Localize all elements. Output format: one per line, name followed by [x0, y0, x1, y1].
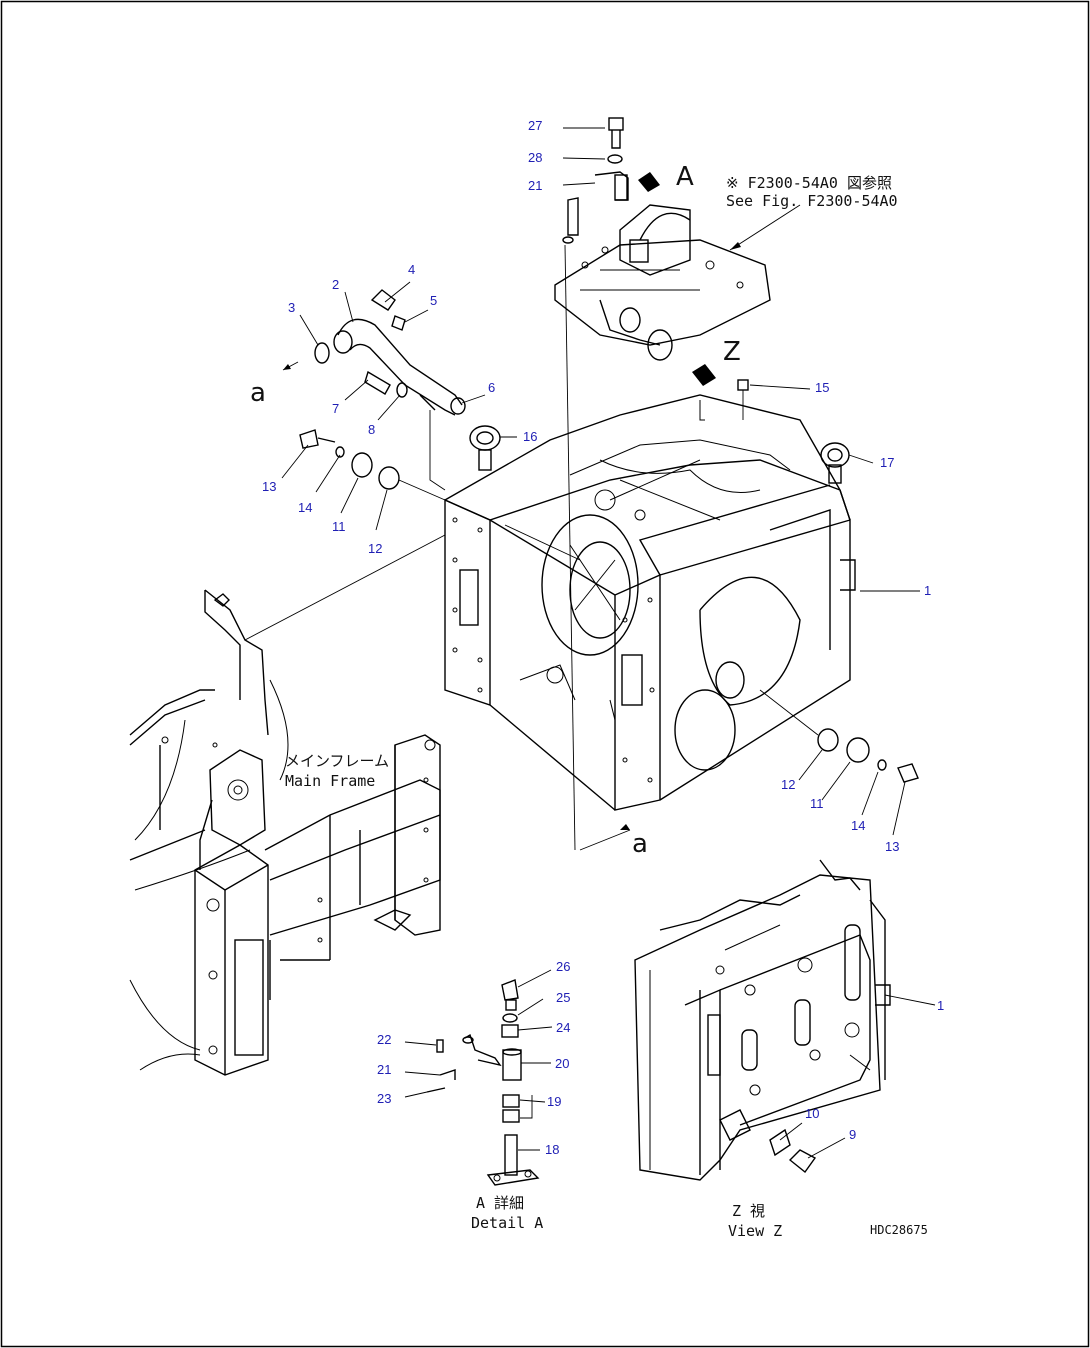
callout-13-right[interactable]: 13 — [885, 839, 899, 854]
callout-16[interactable]: 16 — [523, 429, 537, 444]
callout-10[interactable]: 10 — [805, 1106, 819, 1121]
see-fig-en: See Fig. F2300-54A0 — [726, 192, 898, 210]
callout-25[interactable]: 25 — [556, 990, 570, 1005]
callout-17[interactable]: 17 — [880, 455, 894, 470]
callout-27[interactable]: 27 — [528, 118, 542, 133]
callout-2[interactable]: 2 — [332, 277, 339, 292]
arrow-label-a: A — [676, 162, 694, 192]
detail-a-drawing — [426, 979, 540, 1186]
callout-8[interactable]: 8 — [368, 422, 375, 437]
view-z-en: View Z — [728, 1222, 782, 1240]
arrow-label-z: Z — [723, 337, 741, 367]
main-frame-drawing — [129, 589, 441, 1076]
callout-12-left[interactable]: 12 — [368, 541, 382, 556]
callout-11-right[interactable]: 11 — [810, 796, 824, 811]
callout-5[interactable]: 5 — [430, 293, 437, 308]
callout-numbers: 27 28 21 4 2 5 3 6 7 8 15 16 17 13 14 11… — [262, 118, 944, 1157]
transmission-case-drawing — [444, 394, 856, 811]
callout-12-right[interactable]: 12 — [781, 777, 795, 792]
drawing-code: HDC28675 — [870, 1223, 928, 1237]
callout-9[interactable]: 9 — [849, 1127, 856, 1142]
callout-28[interactable]: 28 — [528, 150, 542, 165]
callout-21-top[interactable]: 21 — [528, 178, 542, 193]
callout-6[interactable]: 6 — [488, 380, 495, 395]
section-label-a-lower: a — [632, 829, 648, 859]
leader-lines — [281, 127, 936, 1159]
callout-26[interactable]: 26 — [556, 959, 570, 974]
section-label-a-upper: a — [250, 378, 266, 408]
view-z-jp: Z 視 — [732, 1202, 765, 1220]
callout-3[interactable]: 3 — [288, 300, 295, 315]
pipe-assembly-drawing — [244, 244, 919, 851]
callout-4[interactable]: 4 — [408, 262, 415, 277]
main-frame-jp: メインフレーム — [285, 752, 389, 770]
drawing-labels: A Z a a ※ F2300-54A0 図参照 See Fig. F2300-… — [250, 162, 928, 1240]
callout-15[interactable]: 15 — [815, 380, 829, 395]
main-frame-en: Main Frame — [285, 772, 375, 790]
callout-11-left[interactable]: 11 — [332, 519, 346, 534]
callout-14-left[interactable]: 14 — [298, 500, 312, 515]
see-fig-jp: ※ F2300-54A0 図参照 — [726, 174, 892, 192]
callout-1-viewz[interactable]: 1 — [937, 998, 944, 1013]
callout-1-main[interactable]: 1 — [924, 583, 931, 598]
callout-22[interactable]: 22 — [377, 1032, 391, 1047]
callout-24[interactable]: 24 — [556, 1020, 570, 1035]
control-valve-drawing — [554, 117, 801, 386]
callout-19[interactable]: 19 — [547, 1094, 561, 1109]
callout-23[interactable]: 23 — [377, 1091, 391, 1106]
callout-18[interactable]: 18 — [545, 1142, 559, 1157]
callout-14-right[interactable]: 14 — [851, 818, 865, 833]
detail-a-jp: A 詳細 — [476, 1194, 524, 1212]
callout-21-detail[interactable]: 21 — [377, 1062, 391, 1077]
callout-13-left[interactable]: 13 — [262, 479, 276, 494]
detail-a-en: Detail A — [471, 1214, 543, 1232]
callout-20[interactable]: 20 — [555, 1056, 569, 1071]
callout-7[interactable]: 7 — [332, 401, 339, 416]
view-z-drawing — [634, 859, 891, 1181]
